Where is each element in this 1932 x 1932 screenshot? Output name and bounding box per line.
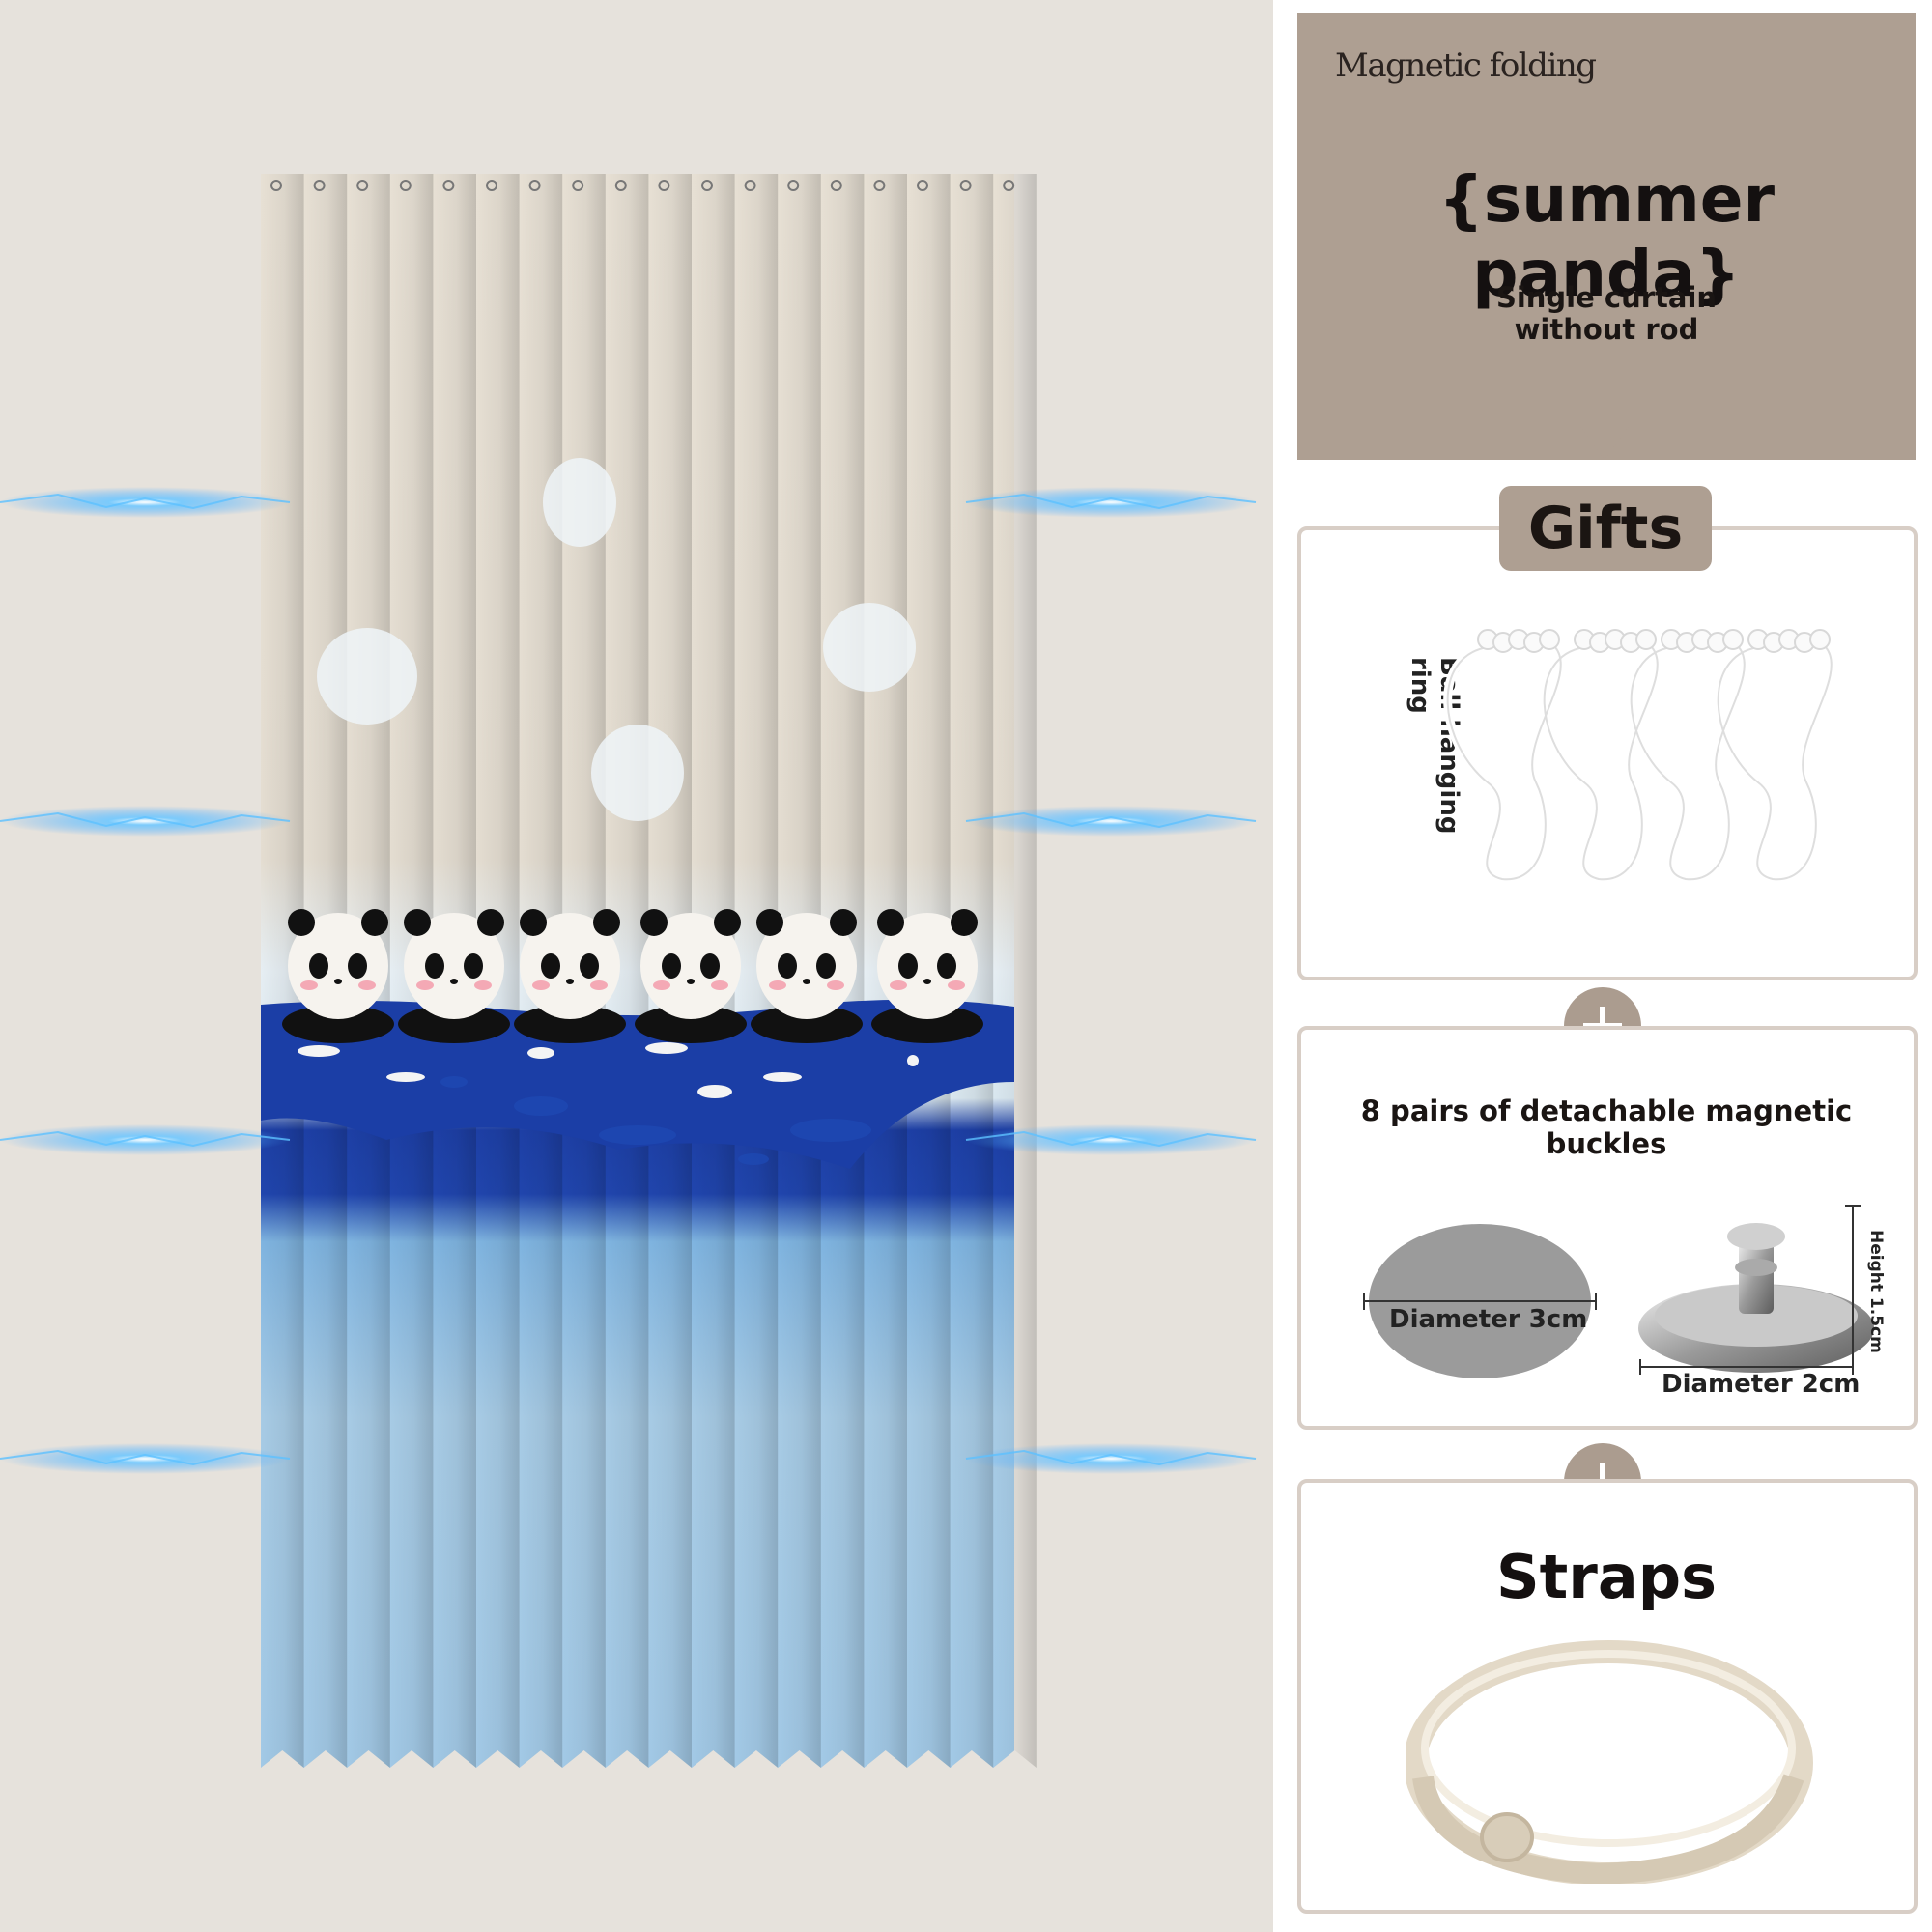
spark-effect [965,487,1257,518]
panda [871,909,983,1043]
curtain-grommet [744,180,756,191]
curtain-grommet [1003,180,1015,191]
panda [514,909,626,1043]
curtain-grommet [356,180,369,191]
curtain-grommet [614,180,627,191]
curtain-hem-zigzag [562,1750,606,1768]
subtitle-line-2: without rod [1514,313,1699,346]
curtain-grommet [959,180,972,191]
spark-effect [0,1443,291,1474]
straps-title: Straps [1496,1542,1717,1612]
product-header-box [1297,13,1916,460]
curtain-grommet [873,180,886,191]
curtain-hem-zigzag [261,1750,304,1768]
spark-effect [965,1124,1257,1155]
curtain-grommet [528,180,541,191]
subtitle-line-1: Single curtain [1495,281,1718,314]
curtain-grommet [917,180,928,191]
curtain-hem-zigzag [692,1750,735,1768]
spark-effect [0,806,291,837]
curtain-hem-zigzag [347,1750,390,1768]
button-height-label: Height 1.5cm [1866,1230,1886,1353]
water-reflection [440,1076,871,1165]
curtain-grommet [442,180,455,191]
curtain-grommet [313,180,326,191]
curtain-hem-zigzag [907,1750,951,1768]
curtain-hem-zigzag [433,1750,476,1768]
header-pointer [1579,425,1630,460]
curtain-hem-zigzag [820,1750,865,1768]
ring-ball [1635,629,1657,650]
buckles-title: 8 pairs of detachable magnetic buckles [1360,1094,1853,1160]
panda [635,909,747,1043]
curtain-hem-zigzag [389,1750,434,1768]
product-title: {summer panda} [1437,162,1776,311]
spark-effect [965,806,1257,837]
gift-card-rings [1297,526,1918,980]
panda-row [282,909,983,1043]
curtain-hem-zigzag [476,1750,520,1768]
strap-image [1406,1640,1813,1884]
cloud-shapes [317,458,916,821]
curtain-grommet [701,180,713,191]
curtain-grommet [399,180,412,191]
disc-diameter-label: Diameter 3cm [1389,1305,1588,1334]
product-subtitle: Single curtain without rod [1297,282,1916,346]
curtain-illustration [0,174,1257,1768]
ring-ball [1809,629,1831,650]
panda [282,909,394,1043]
button-diameter-label: Diameter 2cm [1662,1370,1861,1399]
curtain-hem-zigzag [605,1750,649,1768]
curtain-grommet [787,180,800,191]
spark-effect [965,1443,1257,1474]
ring-ball [1539,629,1560,650]
curtain-grommet [486,180,497,191]
curtain-hem-zigzag [648,1750,692,1768]
curtain-hem-zigzag [734,1750,779,1768]
product-category-label: Magnetic folding [1335,46,1597,85]
curtain-hem-zigzag [864,1750,907,1768]
spark-effect [0,1124,291,1155]
curtain-hem-zigzag [303,1750,348,1768]
curtain-grommet [830,180,842,191]
spark-effect [0,487,291,518]
curtain-hem-zigzag [993,1750,1037,1768]
curtain-hem-zigzag [778,1750,821,1768]
magnet-button [1638,1223,1874,1373]
magnet-spark-effects [0,487,1257,1474]
ring-ball [1722,629,1744,650]
panda [398,909,510,1043]
panda [751,909,863,1043]
curtain-grommet [658,180,670,191]
curtain-grommet [572,180,584,191]
curtain-hem-zigzag [519,1750,563,1768]
water-splashes [298,1042,919,1098]
ball-hanging-rings-image [1443,629,1836,884]
gifts-tab: Gifts [1499,486,1712,571]
magnetic-buckle-image [1363,1205,1874,1378]
curtain-grommet [270,180,282,191]
curtain-hem-zigzag [950,1750,994,1768]
curtain-pleat [993,174,1037,1768]
